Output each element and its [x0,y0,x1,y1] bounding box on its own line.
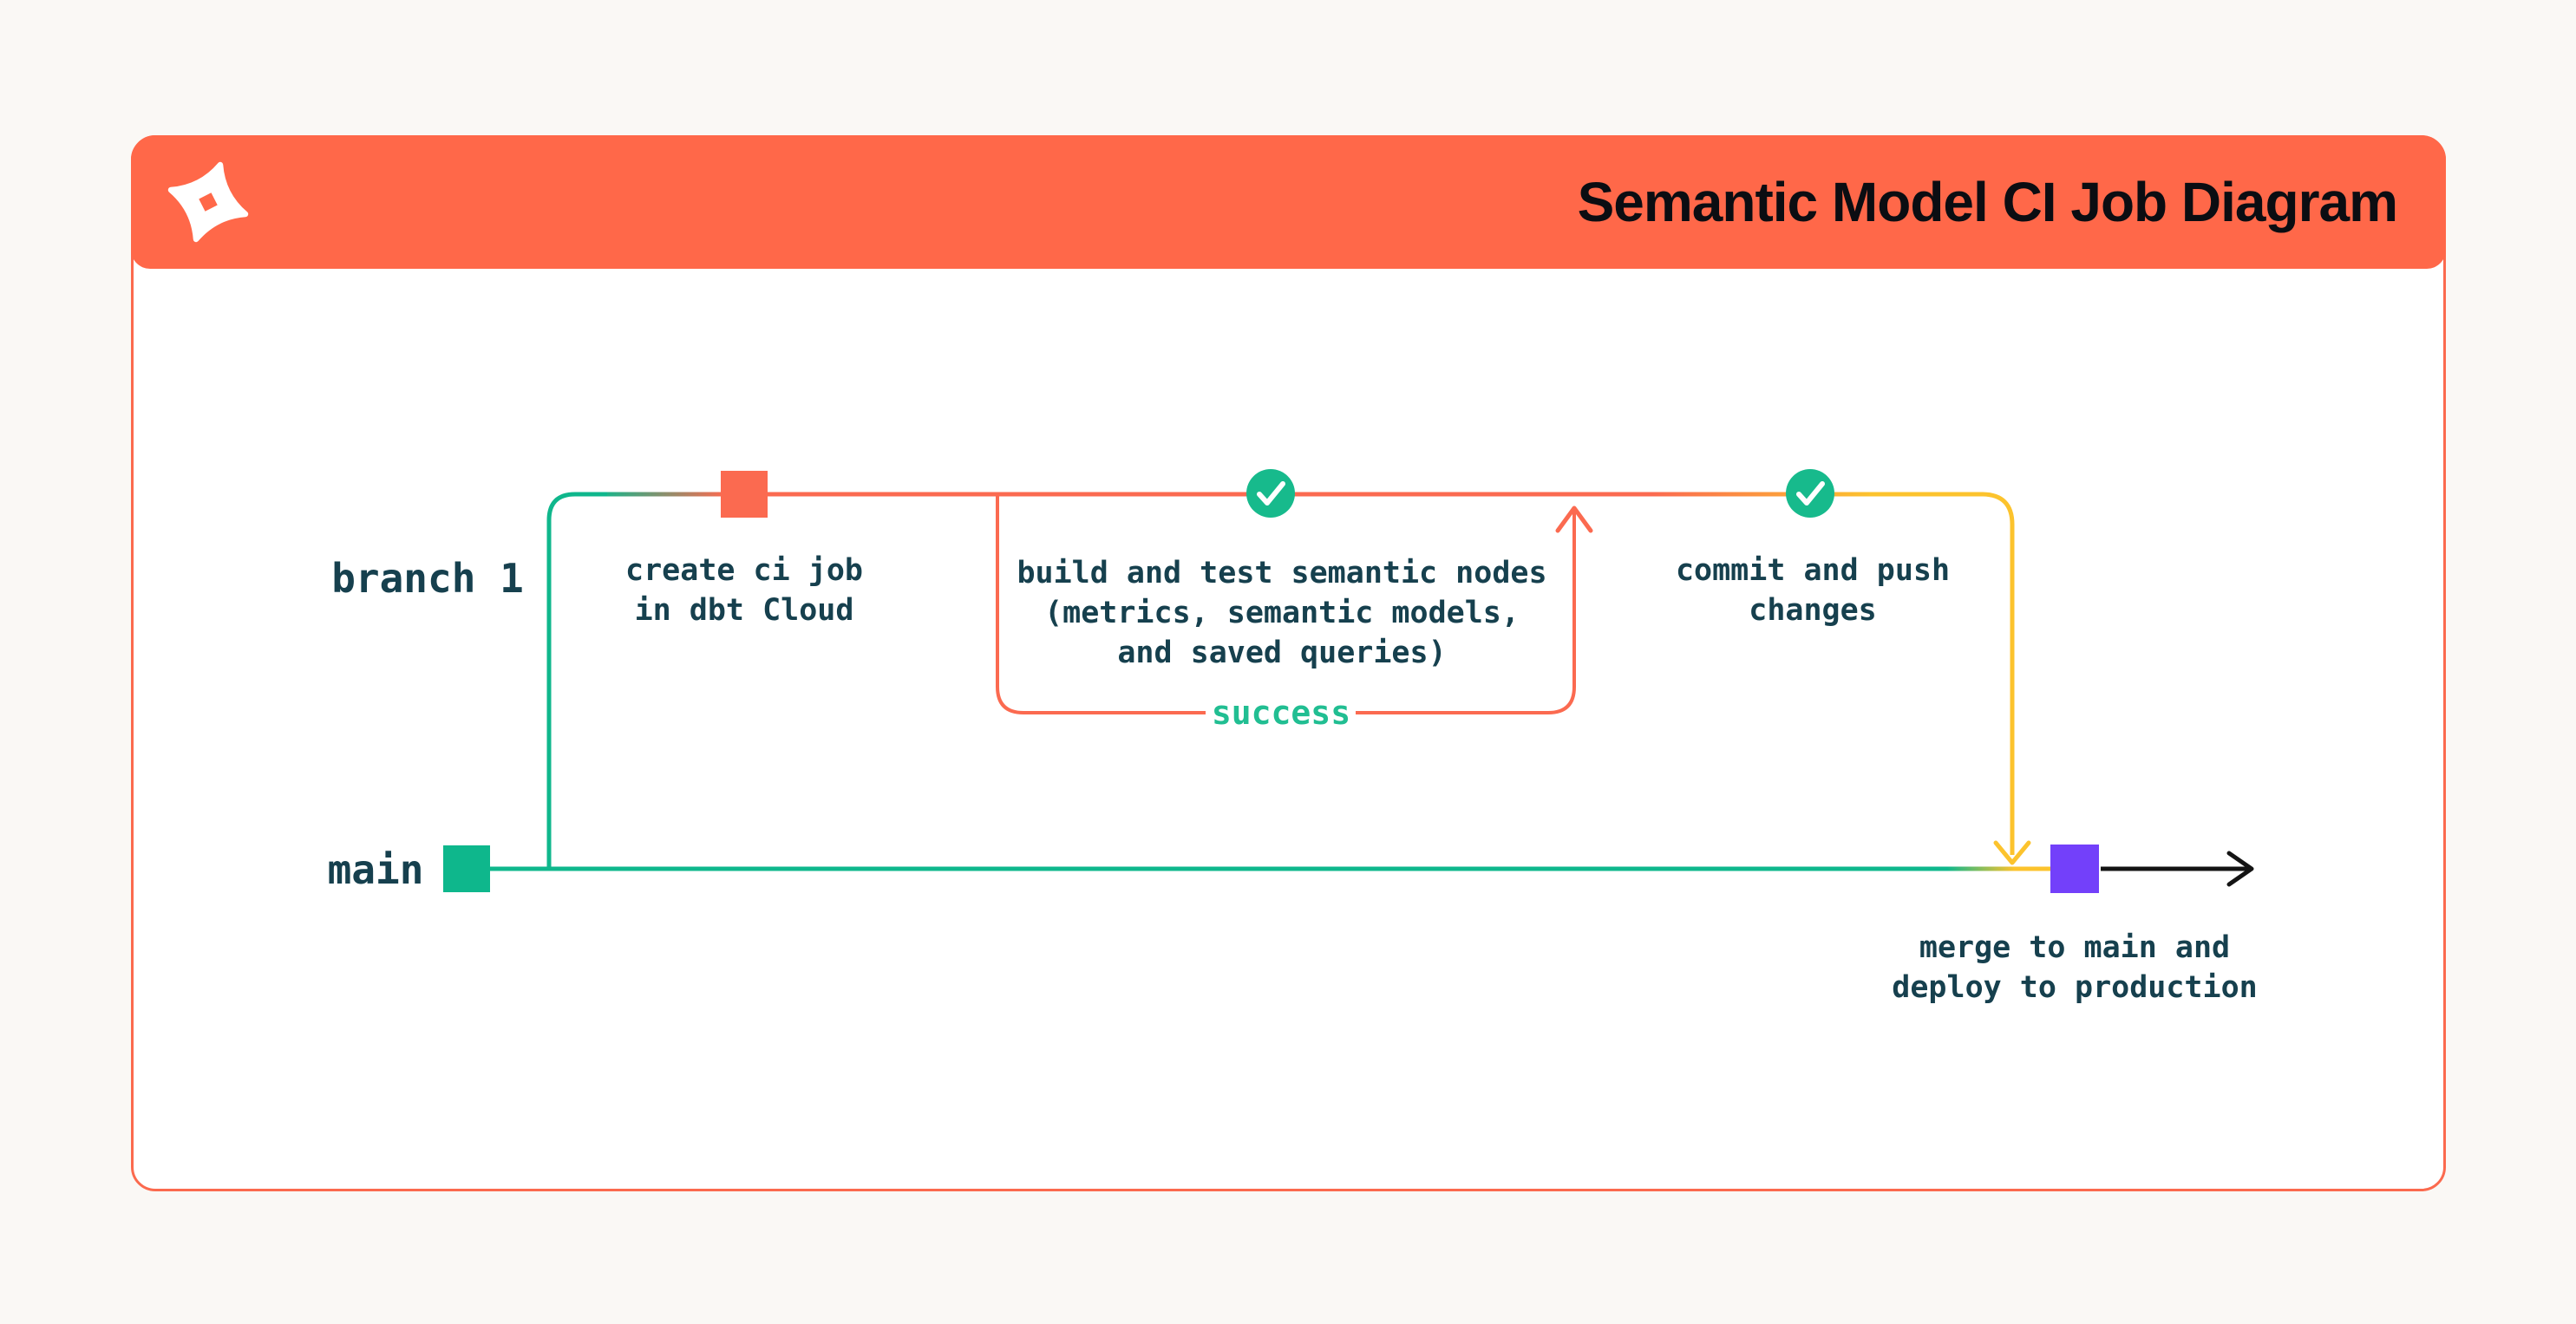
branch-line-yellow-segment [1869,492,2015,855]
branch1-label: branch 1 [331,555,524,602]
success-loop-label: success [1211,694,1351,732]
merge-commit-marker [2050,845,2099,893]
main-start-commit-marker [443,845,490,892]
node-label-commit-and-push: commit and push changes [1675,553,1951,628]
card-header: Semantic Model CI Job Diagram [131,135,2446,269]
dbt-logo-icon [167,161,249,243]
main-branch-label: main [327,846,424,893]
node-label-create-ci-job: create ci job in dbt Cloud [625,553,863,628]
main-continuation-arrowhead-icon [2226,851,2254,887]
node-label-merge-deploy: merge to main and deploy to production [1892,930,2258,1005]
success-loop-arrowhead-up-icon [1555,505,1593,533]
success-loop-right-path [1356,510,1576,714]
success-loop-left-path [996,496,1206,714]
create-ci-job-commit-marker [721,471,768,518]
merge-arrowhead-down-icon [1993,840,2031,865]
check-icon [1786,469,1834,518]
page-title: Semantic Model CI Job Diagram [1577,171,2398,233]
node-label-build-and-test: build and test semantic nodes (metrics, … [1017,556,1547,670]
diagram-card: Semantic Model CI Job Diagram [131,135,2446,1191]
check-icon [1246,469,1295,518]
branch-line-green-segment [546,492,607,871]
